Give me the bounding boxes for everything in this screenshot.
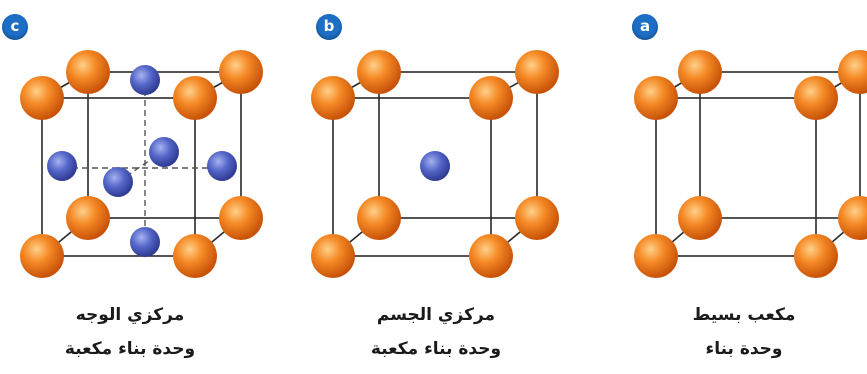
face-atom-bottom	[130, 227, 160, 257]
corner-atom-back-bottom-right	[838, 196, 867, 240]
corner-atom-front-top-left	[311, 76, 355, 120]
corner-atom-front-top-right	[469, 76, 513, 120]
corner-atom-front-bottom-left	[311, 234, 355, 278]
caption-line-2: وحدة بناء	[705, 339, 783, 359]
panel-caption-b: مركزي الجسم وحدة بناء مكعبة	[316, 298, 556, 366]
face-atom-top	[130, 65, 160, 95]
corner-atom-back-bottom-right	[219, 196, 263, 240]
face-atom-left	[47, 151, 77, 181]
face-atom-front	[103, 167, 133, 197]
panel-badge-b: b	[316, 14, 342, 40]
panel-caption-a: مكعب بسيط وحدة بناء	[624, 298, 864, 366]
panel-simple-cubic: a	[578, 0, 867, 374]
panel-face-centered: c	[0, 0, 289, 374]
panel-body-centered: b	[289, 0, 578, 374]
caption-line-2: وحدة بناء مكعبة	[64, 339, 196, 359]
corner-atom-front-top-right	[173, 76, 217, 120]
face-atom-back	[149, 137, 179, 167]
corner-atom-front-top-left	[20, 76, 64, 120]
corner-atom-front-bottom-left	[634, 234, 678, 278]
caption-line-1: مكعب بسيط	[692, 305, 796, 325]
corner-atom-back-bottom-right	[515, 196, 559, 240]
corner-atom-back-top-left	[678, 50, 722, 94]
face-atom-right	[207, 151, 237, 181]
panel-caption-c: مركزي الوجه وحدة بناء مكعبة	[10, 298, 250, 366]
corner-atom-front-top-left	[634, 76, 678, 120]
corner-atom-back-bottom-left	[357, 196, 401, 240]
caption-line-1: مركزي الجسم	[376, 305, 496, 325]
fcc-cube-diagram	[20, 50, 263, 278]
corner-atom-front-bottom-right	[469, 234, 513, 278]
corner-atom-back-bottom-left	[66, 196, 110, 240]
corner-atom-front-top-right	[794, 76, 838, 120]
body-center-atom	[420, 151, 450, 181]
corner-atom-front-bottom-right	[794, 234, 838, 278]
corner-atom-front-bottom-left	[20, 234, 64, 278]
corner-atom-back-top-right	[515, 50, 559, 94]
corner-atom-back-top-left	[357, 50, 401, 94]
sc-cube-diagram	[634, 50, 867, 278]
corner-atom-back-bottom-left	[678, 196, 722, 240]
corner-atom-back-top-right	[219, 50, 263, 94]
caption-line-1: مركزي الوجه	[75, 305, 185, 325]
panel-badge-c: c	[2, 14, 28, 40]
bcc-cube-diagram	[311, 50, 559, 278]
panel-badge-a: a	[632, 14, 658, 40]
caption-line-2: وحدة بناء مكعبة	[370, 339, 502, 359]
corner-atom-back-top-left	[66, 50, 110, 94]
corner-atom-front-bottom-right	[173, 234, 217, 278]
corner-atom-back-top-right	[838, 50, 867, 94]
